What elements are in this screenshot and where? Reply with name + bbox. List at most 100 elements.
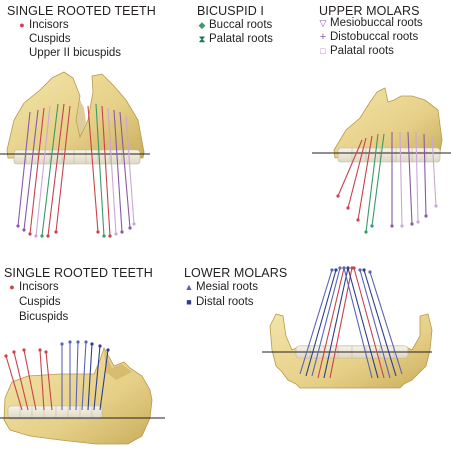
lower-molar-mandible [262,266,433,389]
root-axis-line [371,133,385,227]
upper-anterior-root-axes [16,103,136,238]
root-axis-line [87,105,99,233]
root-axis-line [81,341,87,411]
root-axis-line-marker [68,340,72,344]
legend-item-palatal-molar: □Palatal roots [318,45,394,58]
legend-label: Incisors [29,19,69,31]
root-axis-line [113,109,123,233]
root-axis-line-marker [352,266,356,270]
legend-item-distal: ■ Distal roots [184,296,254,309]
legend-title: LOWER MOLARS [184,266,288,280]
root-axis-line [365,133,379,233]
legend-label: Upper II bicuspids [29,47,122,59]
root-axis-line-marker [4,354,8,358]
root-axis-line-marker [108,234,112,238]
root-axis-line-marker [76,340,80,344]
open-triangle-icon: ▽ [319,18,327,28]
root-axis-line-marker [128,226,132,230]
legend-item-incisors: ●Incisors [7,281,59,294]
upper-molar-root-axes [336,131,438,234]
legend-label: Palatal roots [209,33,273,45]
lower-anterior-mandible [0,340,165,445]
legend-label: Cuspids [29,33,71,45]
root-axis-line [41,103,59,237]
root-axis-line [357,135,373,221]
blue-triangle-icon: ▲ [184,282,194,292]
legend-item-palatal: ⧗Palatal roots [197,33,273,46]
root-axis-line [75,341,79,411]
upper-posterior-crowns [337,147,441,163]
root-axis-line [353,267,385,379]
root-axis-line [431,135,437,207]
ramus-shadow [104,350,132,380]
root-axis-line-marker [16,224,20,228]
legend-label: Distal roots [196,296,254,308]
root-axis-line-marker [98,344,102,348]
legend-title: UPPER MOLARS [319,4,420,18]
red-dot-icon: ● [19,20,25,30]
root-axis-line [337,139,363,197]
root-axis-line-marker [338,266,342,270]
lower-anterior-root-axes [4,340,110,411]
root-axis-line-marker [416,220,420,224]
root-axis-line [369,271,403,375]
root-axis-line [87,343,93,411]
lower-anterior-crowns [7,405,103,420]
root-axis-line [347,267,379,379]
root-axis-line [343,267,373,379]
root-axis-line-marker [336,194,340,198]
root-axis-line [311,267,341,377]
root-axis-line [47,103,65,237]
root-axis-line [317,267,345,379]
root-axis-line-marker [114,232,118,236]
legend-label: Mesial roots [196,281,258,293]
legend-item-mesial: ▲Mesial roots [184,281,258,294]
root-axis-line [323,267,349,379]
root-axis-line [55,105,71,233]
maxilla-bone [6,71,145,159]
legend-item-cuspids: Cuspids [19,296,61,309]
legend-label: Incisors [19,281,59,293]
legend-item-distobuccal: +Distobuccal roots [318,31,418,44]
legend-item-bicuspids: Upper II bicuspids [29,47,121,60]
legend-label: Palatal roots [330,45,394,57]
root-axis-line [95,103,105,237]
root-axis-line [399,131,403,227]
root-axis-line [363,269,397,377]
root-axis-line-marker [410,222,414,226]
root-axis-line-marker [28,232,32,236]
root-axis-line [423,133,427,217]
legend-label: Cuspids [19,296,61,308]
legend-label: Mesiobuccal roots [330,17,423,29]
legend-item-bicuspids: Bicuspids [19,311,68,324]
root-axis-line [119,111,131,229]
root-axis-line [23,349,37,411]
blue-square-icon: ■ [186,297,192,307]
root-axis-line-marker [362,268,366,272]
root-axis-line-marker [356,218,360,222]
root-axis-line-marker [434,204,438,208]
root-axis-line-marker [368,270,372,274]
root-axis-line [23,109,39,231]
legend-label: Distobuccal roots [330,31,419,43]
root-axis-line-marker [424,214,428,218]
root-axis-line-marker [22,228,26,232]
root-axis-line-marker [44,350,48,354]
root-axis-line-marker [132,222,136,226]
legend-label: Bicuspids [19,311,69,323]
root-axis-line [99,349,109,411]
root-axis-line [125,115,135,225]
green-hourglass-icon: ⧗ [198,34,206,44]
root-axis-line-marker [346,266,350,270]
root-axis-line [299,269,333,375]
legend-item-incisors: ● Incisors [17,19,69,32]
root-axis-line-marker [390,224,394,228]
root-axis-line [305,269,337,377]
root-axis-line-marker [40,234,44,238]
legend-item-buccal: ◆Buccal roots [197,19,273,32]
root-axis-line-marker [400,224,404,228]
root-axis-line [5,355,23,411]
root-axis-line-marker [96,230,100,234]
root-axis-line [101,105,111,237]
